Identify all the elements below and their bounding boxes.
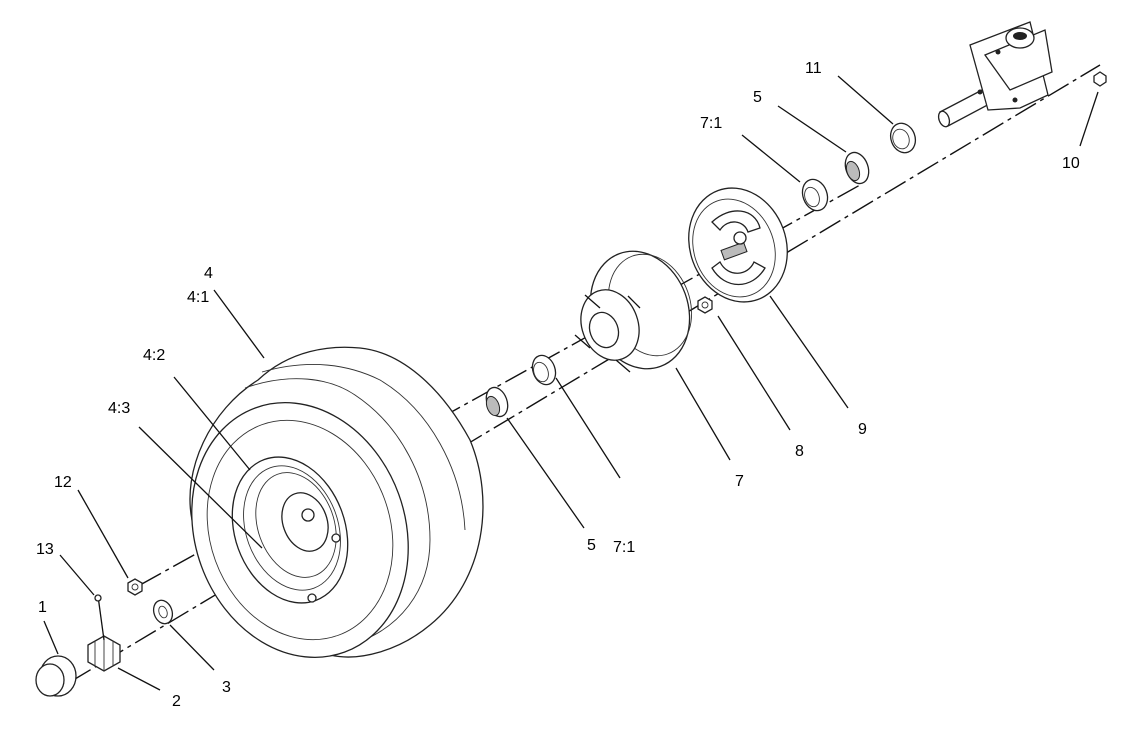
leader-11: [837, 75, 894, 125]
leader-3: [169, 624, 215, 671]
tire-shoulder-line: [244, 378, 431, 646]
outer-race-bore: [533, 361, 549, 383]
callout-11: 11: [805, 60, 822, 77]
washer-part: [152, 599, 174, 625]
callout-1: 1: [38, 599, 47, 616]
kingpin-hole: [1013, 32, 1027, 40]
leader-9: [769, 295, 849, 409]
brake-shoe-upper: [711, 210, 761, 233]
hub-bore: [588, 311, 620, 349]
leader-4-3: [138, 426, 263, 549]
leader-7-1-bottom: [555, 377, 621, 479]
callout-12: 12: [54, 474, 72, 491]
leader-5-top: [777, 105, 847, 153]
seal-outer: [889, 122, 917, 154]
inner-race-ring: [801, 178, 829, 212]
leader-1: [43, 620, 59, 655]
leader-10: [1079, 91, 1099, 147]
wheel-stud-3: [615, 359, 631, 373]
leader-4-2: [173, 376, 251, 471]
callout-10: 10: [1062, 155, 1080, 172]
leader-12: [77, 489, 129, 579]
brake-nut-hole: [701, 301, 709, 309]
brake-cam: [733, 231, 747, 245]
backing-plate-rim: [692, 198, 776, 298]
leader-7: [675, 367, 731, 461]
brake-nut-part: [697, 296, 713, 314]
spindle-tip: [937, 110, 951, 128]
bolt-part: [1093, 71, 1107, 87]
brake-spring: [720, 241, 748, 261]
mount-bolt-2: [1012, 97, 1018, 103]
outer-bearing-part: [485, 386, 509, 418]
leader-lines: [43, 75, 1099, 691]
valve-stem: [307, 593, 317, 603]
callout-5-top: 5: [753, 89, 762, 106]
wheel-stud-2: [627, 295, 641, 309]
callout-labels: 1 2 3 4 4:1 4:2 4:3 5 5 7 7:1 7:1 8 9 10…: [36, 60, 1080, 710]
leader-5-bottom: [506, 417, 585, 529]
callout-4-3: 4:3: [108, 400, 130, 417]
callout-7-1-bottom: 7:1: [613, 539, 635, 556]
callout-7-1-top: 7:1: [700, 115, 722, 132]
inner-bearing-rollers: [845, 160, 861, 182]
grease-seal-part: [889, 122, 917, 154]
tire-tread-line: [261, 364, 466, 531]
outer-race-part: [531, 354, 557, 386]
callout-13: 13: [36, 541, 54, 558]
mount-bolt-1: [995, 49, 1001, 55]
callout-4: 4: [204, 265, 213, 282]
wheel-stud-1: [584, 294, 601, 309]
rim-flange: [255, 472, 337, 578]
callout-3: 3: [222, 679, 231, 696]
dust-cap-face: [35, 663, 65, 697]
lug-nut-part: [127, 578, 143, 596]
rim-center-disc: [281, 492, 329, 552]
callout-8: 8: [795, 443, 804, 460]
inner-race-part: [801, 178, 829, 212]
wheel-stud-4: [574, 334, 591, 349]
leader-13: [59, 554, 95, 596]
dust-cap-part: [35, 655, 77, 697]
wheel-assembly: [189, 346, 484, 658]
callout-9: 9: [858, 421, 867, 438]
sidewall-bead: [206, 419, 394, 641]
cotter-pin-head: [94, 594, 102, 602]
seal-inner: [892, 128, 910, 150]
leader-8: [717, 315, 791, 431]
lug-nut-body: [127, 578, 143, 596]
rim-center-hole: [301, 508, 315, 522]
washer-inner: [158, 605, 168, 619]
brake-shoe-lower: [711, 261, 766, 285]
lug-nut-hole: [131, 583, 139, 591]
mount-bolt-3: [977, 89, 983, 95]
outer-bearing-rollers: [485, 395, 501, 417]
washer-outer: [152, 599, 174, 625]
callout-5-bottom: 5: [587, 537, 596, 554]
cotter-pin: [97, 595, 105, 641]
leader-7-1-top: [741, 134, 801, 183]
spindle-assembly: [937, 21, 1053, 128]
inner-race-bore: [804, 186, 820, 208]
brake-backing-plate: [688, 187, 788, 303]
rim-bolt-hole: [331, 533, 341, 543]
bolt-head: [1093, 71, 1107, 87]
callout-4-2: 4:2: [143, 347, 165, 364]
brake-drum-hub: [574, 250, 693, 373]
leader-2: [117, 667, 161, 691]
brake-nut-body: [697, 296, 713, 314]
callout-7: 7: [735, 473, 744, 490]
inner-bearing-part: [844, 151, 870, 185]
rim-inner-ring: [243, 465, 341, 591]
castle-nut-part: [87, 594, 121, 672]
castle-nut-slots: [94, 636, 114, 671]
callout-2: 2: [172, 693, 181, 710]
leader-4: [213, 289, 265, 359]
callout-4-1: 4:1: [187, 289, 209, 306]
